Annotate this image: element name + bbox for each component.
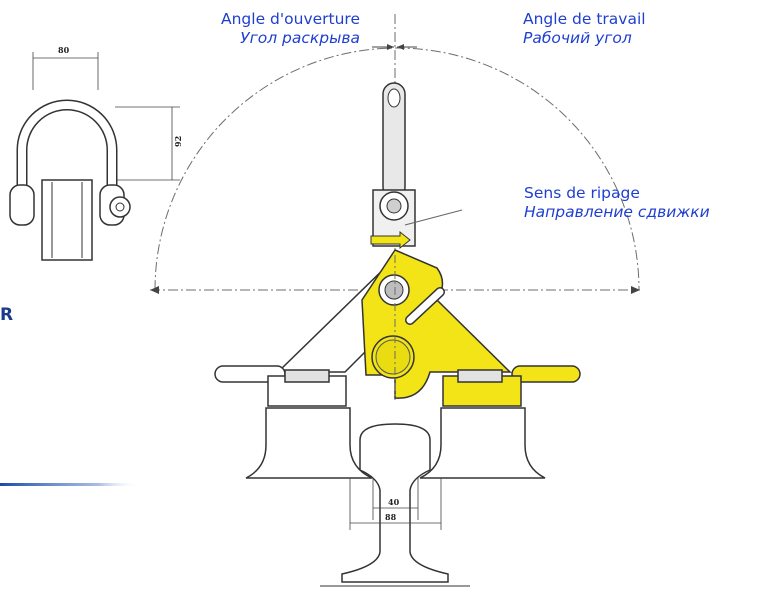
- working-angle-ru: Рабочий угол: [523, 29, 632, 47]
- shackle-height-dimension: 92: [173, 136, 183, 147]
- opening-angle-label: Angle d'ouverture Угол раскрыва: [164, 10, 360, 48]
- shackle-drawing: 80 92: [9, 45, 183, 261]
- shift-direction-line: [404, 209, 463, 226]
- shift-direction-fr: Sens de ripage: [524, 184, 640, 202]
- right-roller-wheel: [419, 407, 546, 479]
- shift-direction-label: Sens de ripage Направление сдвижки: [524, 184, 710, 222]
- working-angle-fr: Angle de travail: [523, 10, 646, 28]
- shift-arrow-icon: [370, 230, 411, 250]
- opening-angle-fr: Angle d'ouverture: [221, 10, 360, 28]
- brand-fragment: R: [0, 305, 13, 325]
- arc-arrow-left: [150, 286, 159, 294]
- angle-arc: [154, 47, 640, 291]
- working-angle-label: Angle de travail Рабочий угол: [523, 10, 646, 48]
- lifting-eye: [387, 88, 401, 108]
- opening-angle-ru: Угол раскрыва: [240, 29, 360, 47]
- rail-head-dimension: 40: [388, 497, 400, 507]
- rail-foot-dimension: 88: [385, 512, 397, 522]
- right-handle: [511, 365, 581, 383]
- brand-underline-bar: [0, 483, 140, 486]
- arc-arrow-right: [631, 286, 640, 294]
- left-roller-wheel: [245, 407, 373, 479]
- rail-profile: [341, 423, 449, 583]
- shackle-width-dimension: 80: [58, 45, 70, 55]
- shift-direction-ru: Направление сдвижки: [524, 203, 710, 221]
